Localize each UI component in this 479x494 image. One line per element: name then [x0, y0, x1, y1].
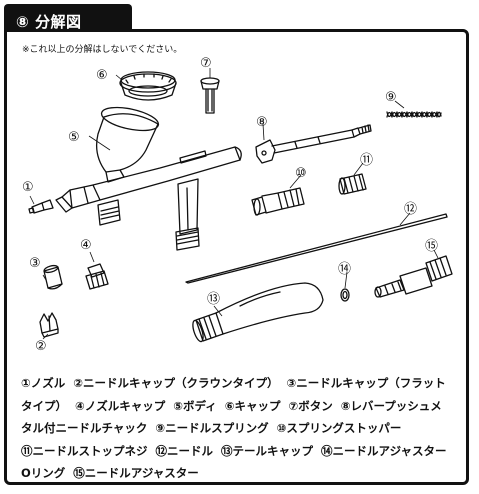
legend-item: ⑩スプリングストッパー: [276, 421, 402, 435]
parts-legend: ①ノズル ②ニードルキャップ（クラウンタイプ） ③ニードルキャップ（フラット タ…: [21, 372, 461, 485]
legend-item: ①ノズル: [21, 376, 66, 390]
part-spring-stopper: [251, 187, 305, 216]
callout-11: ⑪: [360, 153, 373, 168]
legend-item: ④ノズルキャップ: [75, 398, 166, 413]
callout-7: ⑦: [200, 56, 212, 71]
callout-4: ④: [80, 238, 92, 253]
part-oring: [340, 288, 350, 302]
legend-item: タイプ）: [21, 398, 67, 413]
warning-note: ※これ以上の分解はしないでください。: [22, 45, 183, 55]
part-needle-stop-screw: [338, 173, 367, 195]
section-number: ⑧: [16, 13, 30, 31]
legend-item: ⑥キャップ: [224, 398, 281, 413]
callout-13: ⑬: [207, 292, 220, 307]
part-tail-cap: [192, 282, 324, 343]
part-button: [200, 77, 220, 114]
callout-2: ②: [35, 339, 47, 354]
part-lever-needle-chuck: [255, 124, 372, 164]
callout-14: ⑭: [338, 262, 351, 277]
part-needle-spring: [386, 111, 442, 118]
part-needle: [185, 213, 448, 284]
legend-item: ⑬テールキャップ: [221, 443, 314, 458]
callout-1: ①: [22, 180, 34, 195]
legend-item: ⑦ボタン: [288, 398, 333, 413]
diagram-frame: [4, 29, 469, 485]
callout-9: ⑨: [385, 90, 397, 105]
legend-item: ②ニードルキャップ（クラウンタイプ）: [73, 376, 279, 390]
callout-10: ⑩: [295, 166, 307, 181]
part-needle-cap-flat: [43, 264, 63, 290]
part-needle-adjuster: [374, 255, 453, 298]
part-nozzle-cap: [85, 263, 109, 290]
legend-item: ⑨ニードルスプリング: [155, 421, 269, 435]
legend-item: タル付ニードルチャック: [21, 421, 148, 435]
part-nozzle: [28, 199, 54, 214]
callout-12: ⑫: [404, 202, 417, 217]
callout-3: ③: [29, 256, 41, 271]
section-header: ⑧ 分解図: [4, 4, 132, 32]
legend-item: ⑭ニードルアジャスター: [321, 443, 447, 458]
legend-item: ⑫ニードル: [155, 443, 214, 458]
part-cap: [119, 71, 177, 101]
legend-item: ⑧レバープッシュメ: [340, 398, 442, 413]
legend-item: ⑤ボディ: [173, 398, 217, 413]
section-title-text: 分解図: [34, 13, 82, 31]
part-needle-cap-crown: [39, 312, 59, 338]
legend-item: Oリング: [21, 466, 66, 480]
callout-6: ⑥: [96, 68, 108, 83]
section-title: ⑧ 分解図: [16, 11, 81, 32]
callout-8: ⑧: [256, 115, 268, 130]
legend-item: ⑪ニードルストップネジ: [21, 443, 148, 458]
legend-item: ⑮ニードルアジャスター: [73, 466, 199, 480]
legend-item: ③ニードルキャップ（フラット: [286, 376, 446, 390]
part-body: [55, 106, 242, 251]
callout-5: ⑤: [68, 130, 80, 145]
callout-15: ⑮: [425, 239, 438, 254]
